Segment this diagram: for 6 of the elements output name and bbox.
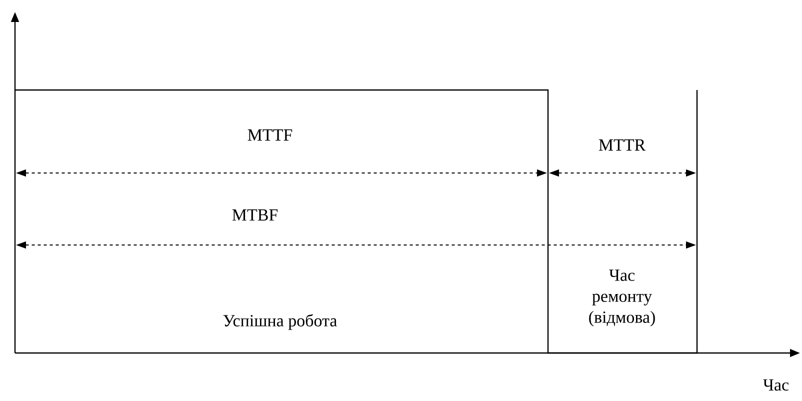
dimension-label: MTBF bbox=[232, 209, 278, 221]
region-label: Час ремонту (відмова) bbox=[589, 270, 655, 326]
axis-label: Час bbox=[763, 379, 789, 391]
region-label: Успішна робота bbox=[223, 314, 337, 330]
dimension-label: MTTF bbox=[248, 129, 292, 141]
dimension-label: MTTR bbox=[598, 139, 646, 151]
